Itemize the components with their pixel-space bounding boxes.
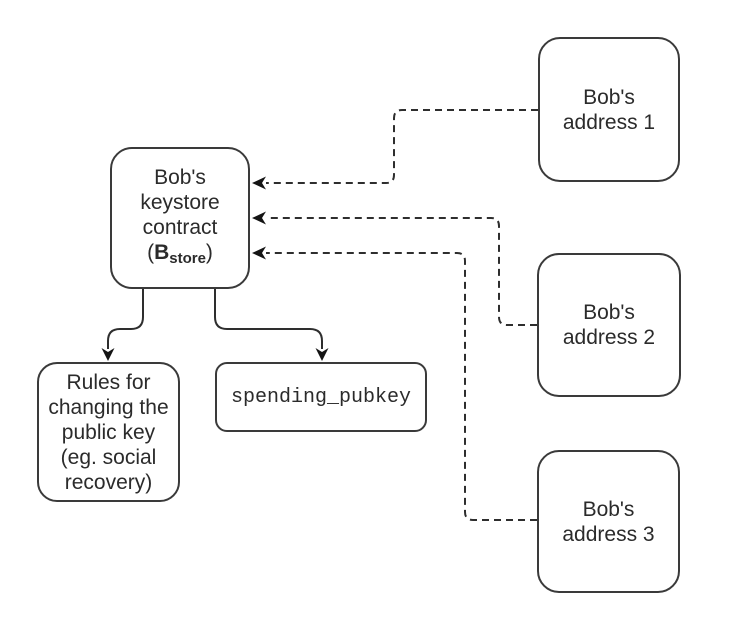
bobs-address-2-node: Bob's address 2	[537, 253, 681, 397]
spending-pubkey-node: spending_pubkey	[215, 362, 427, 432]
formula-close-paren: )	[205, 241, 213, 264]
keystore-label-line2: keystore	[140, 191, 220, 214]
rules-label-line4: (eg. social	[60, 445, 157, 469]
solid-arrow-keystore-to-rules	[101, 289, 144, 361]
formula-subscript: store	[169, 250, 206, 267]
rules-label-line3: public key	[61, 420, 156, 444]
keystore-label-line1: Bob's	[154, 166, 206, 189]
dashed-arrow-address2-to-keystore	[252, 211, 537, 326]
formula-open-paren: (	[147, 241, 155, 264]
rules-label-line2: changing the	[48, 395, 169, 419]
address2-label-line1: Bob's	[583, 301, 635, 324]
address3-label-line2: address 3	[562, 522, 655, 546]
address3-label-line1: Bob's	[582, 497, 635, 521]
keystore-formula: (Bstore)	[147, 240, 213, 271]
rules-for-changing-public-key-node: Rules for changing the public key (eg. s…	[37, 362, 180, 502]
bobs-address-1-node: Bob's address 1	[538, 37, 680, 182]
bobs-address-3-node: Bob's address 3	[537, 450, 680, 593]
formula-base: B	[154, 241, 170, 264]
keystore-label-line3: contract	[142, 216, 218, 239]
dashed-arrow-address3-to-keystore	[252, 246, 537, 521]
rules-label-line5: recovery)	[64, 470, 153, 494]
address2-label-line2: address 2	[562, 326, 656, 349]
keystore-contract-node: Bob's keystore contract (Bstore)	[110, 147, 250, 289]
dashed-arrow-address1-to-keystore	[252, 109, 538, 190]
spending-pubkey-label: spending_pubkey	[230, 385, 412, 409]
rules-label-line1: Rules for	[66, 370, 151, 394]
address1-label-line1: Bob's	[583, 85, 635, 109]
solid-arrow-keystore-to-spending-pubkey	[214, 289, 329, 361]
address1-label-line2: address 1	[562, 110, 656, 134]
